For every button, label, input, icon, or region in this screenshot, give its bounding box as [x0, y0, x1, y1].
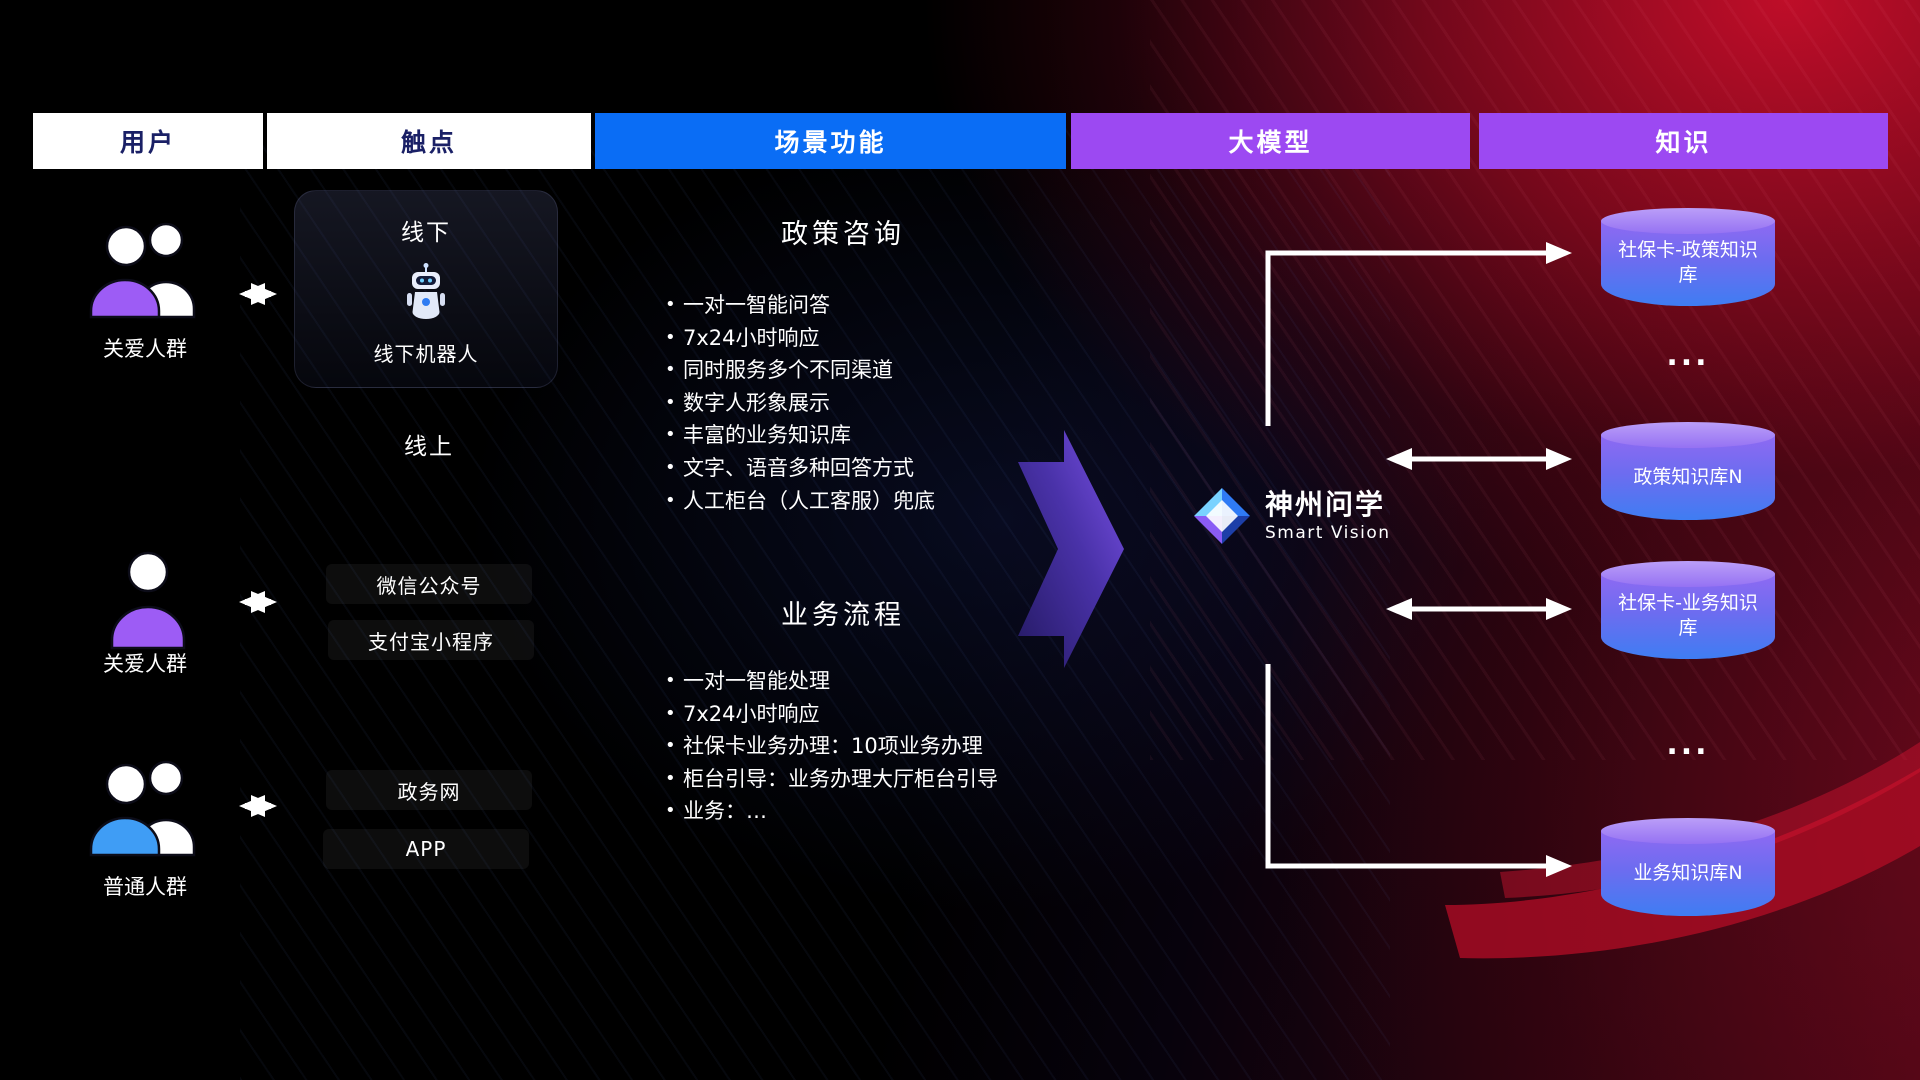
channel-label: 政务网 — [397, 779, 461, 804]
knowledge-db-label: 社保卡-业务知识库 — [1618, 592, 1758, 639]
scenario-bullet: 一对一智能处理 — [663, 665, 1103, 698]
knowledge-db-cylinder: 社保卡-政策知识库 — [1601, 208, 1775, 306]
cylinder-top — [1601, 818, 1775, 844]
channel-app: APP — [323, 829, 529, 869]
user-group-label: 普通人群 — [103, 875, 187, 899]
channel-label: 支付宝小程序 — [368, 629, 494, 654]
offline-touchpoint-card: 线下 线下机器人 — [294, 190, 558, 388]
ellipsis-more-dbs: ... — [1666, 727, 1710, 762]
knowledge-db-label: 政策知识库N — [1633, 465, 1743, 488]
scenario-bullet: 社保卡业务办理：10项业务办理 — [663, 730, 1103, 763]
header-label: 大模型 — [1228, 128, 1313, 157]
scenario-bullet: 人工柜台（人工客服）兜底 — [663, 485, 1103, 518]
channel-gov-web: 政务网 — [326, 770, 532, 810]
header-column-users: 用户 — [33, 113, 263, 169]
group-people-blue-icon — [89, 760, 196, 857]
knowledge-db-label: 业务知识库N — [1633, 861, 1743, 884]
cylinder-body — [1601, 435, 1775, 520]
scenario-bullet-list: 一对一智能处理 7x24小时响应 社保卡业务办理：10项业务办理 柜台引导：业务… — [663, 665, 1103, 828]
scenario-bullet-list: 一对一智能问答 7x24小时响应 同时服务多个不同渠道 数字人形象展示 丰富的业… — [663, 289, 1103, 517]
model-to-db-elbow-arrow-up — [1265, 242, 1572, 426]
ellipsis-more-dbs: ... — [1666, 338, 1710, 373]
person-purple-icon — [110, 551, 186, 650]
model-to-db-elbow-arrow-down — [1265, 664, 1572, 877]
model-logo-block: 神州问学 Smart Vision — [1192, 486, 1391, 546]
cylinder-body — [1601, 831, 1775, 916]
cylinder-body — [1601, 574, 1775, 659]
header-column-scenarios: 场景功能 — [595, 113, 1066, 169]
knowledge-db-cylinder: 业务知识库N — [1601, 818, 1775, 916]
knowledge-db-cylinder: 政策知识库N — [1601, 422, 1775, 520]
offline-title: 线下 — [401, 220, 451, 246]
cylinder-top — [1601, 208, 1775, 234]
scenario-title: 政策咨询 — [781, 219, 905, 250]
header-column-knowledge: 知识 — [1479, 113, 1888, 169]
model-subtitle: Smart Vision — [1265, 522, 1391, 543]
scenario-title: 业务流程 — [781, 600, 905, 631]
channel-alipay: 支付宝小程序 — [328, 620, 534, 660]
flow-arrow-purple — [1018, 430, 1124, 668]
header-column-model: 大模型 — [1071, 113, 1470, 169]
scenario-bullet: 一对一智能问答 — [663, 289, 1103, 322]
header-label: 用户 — [119, 128, 176, 157]
cylinder-top — [1601, 422, 1775, 448]
scenario-bullet: 业务：… — [663, 795, 1103, 828]
cylinder-top — [1601, 561, 1775, 587]
scenario-bullet: 文字、语音多种回答方式 — [663, 452, 1103, 485]
knowledge-db-label: 社保卡-政策知识库 — [1618, 239, 1758, 286]
scenario-bullet: 7x24小时响应 — [663, 698, 1103, 731]
model-text: 神州问学 Smart Vision — [1265, 487, 1391, 543]
channel-label: 微信公众号 — [376, 573, 482, 598]
user-group-label: 关爱人群 — [103, 652, 187, 676]
diamond-logo-icon — [1194, 488, 1250, 544]
online-title: 线上 — [404, 434, 454, 460]
user-group-label: 关爱人群 — [103, 337, 187, 361]
header-column-touchpoints: 触点 — [267, 113, 591, 169]
channel-wechat: 微信公众号 — [326, 564, 532, 604]
knowledge-db-cylinder: 社保卡-业务知识库 — [1601, 561, 1775, 659]
scenario-bullet: 柜台引导：业务办理大厅柜台引导 — [663, 763, 1103, 796]
model-name: 神州问学 — [1265, 487, 1386, 521]
header-label: 知识 — [1655, 128, 1712, 157]
header-label: 触点 — [400, 128, 457, 157]
cylinder-body — [1601, 221, 1775, 306]
scenario-bullet: 丰富的业务知识库 — [663, 419, 1103, 452]
scenario-bullet: 同时服务多个不同渠道 — [663, 354, 1103, 387]
header-label: 场景功能 — [774, 128, 887, 157]
scenario-bullet: 数字人形象展示 — [663, 387, 1103, 420]
scenario-bullet: 7x24小时响应 — [663, 322, 1103, 355]
robot-icon — [407, 262, 445, 319]
group-people-purple-icon — [89, 222, 196, 319]
channel-label: APP — [405, 837, 447, 861]
offline-device-label: 线下机器人 — [373, 342, 479, 366]
